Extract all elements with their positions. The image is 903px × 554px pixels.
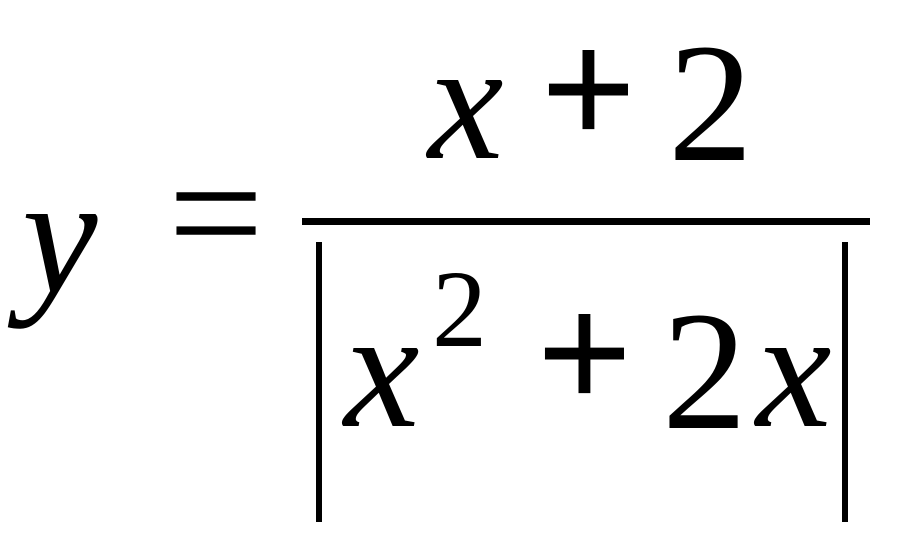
numerator-variable-x: x bbox=[428, 7, 504, 195]
denominator-coefficient: 2 bbox=[662, 277, 747, 465]
denominator-variable-x-second: x bbox=[756, 275, 832, 463]
numerator-plus-sign: + bbox=[540, 0, 637, 183]
denominator-plus-sign: + bbox=[536, 259, 633, 447]
lhs-variable-y: y bbox=[22, 141, 98, 329]
absolute-value-left-bar bbox=[316, 242, 322, 522]
equals-sign: = bbox=[168, 119, 264, 307]
denominator-exponent: 2 bbox=[432, 248, 487, 370]
denominator-variable-x: x bbox=[344, 275, 420, 463]
numerator-constant: 2 bbox=[668, 9, 753, 197]
fraction-bar bbox=[302, 218, 870, 225]
absolute-value-right-bar bbox=[842, 242, 848, 522]
